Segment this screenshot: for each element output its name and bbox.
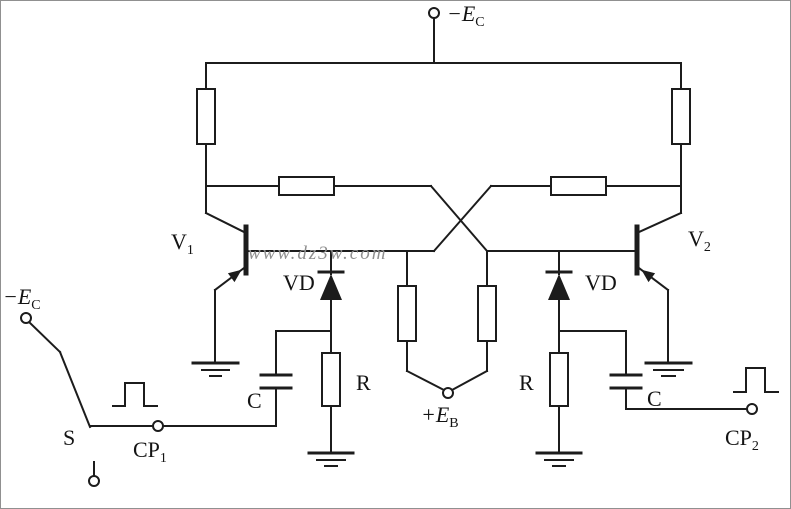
terminal-bias <box>442 387 454 399</box>
label-capacitor-left: C <box>247 388 262 413</box>
bias-resistor-left <box>397 250 446 392</box>
ground-symbol-left <box>307 451 355 467</box>
ground-symbol-right <box>535 451 583 467</box>
terminal-supply-left <box>20 312 32 324</box>
label-switch-s: S <box>63 425 76 450</box>
label-resistor-right: R <box>519 370 534 395</box>
terminal-supply-top <box>428 7 440 19</box>
bias-resistor-right <box>450 250 497 392</box>
label-clock-cp1: CP1 <box>133 437 167 466</box>
label-supply-left: −EC <box>3 284 41 313</box>
pulse-waveform-right <box>733 367 779 393</box>
transistor-v1-symbol <box>204 211 249 362</box>
transistor-v2-symbol <box>634 211 683 362</box>
label-capacitor-right: C <box>647 386 662 411</box>
trigger-resistor-right <box>549 330 569 454</box>
label-bias-supply: +EB <box>421 402 459 431</box>
coupling-capacitor-right <box>558 330 643 410</box>
terminal-switch-bottom <box>88 475 100 487</box>
coupling-resistor-left <box>205 176 432 196</box>
label-resistor-left: R <box>356 370 371 395</box>
coupling-capacitor-left <box>259 330 332 427</box>
collector-resistor-right <box>671 62 691 214</box>
label-diode-left: VD <box>283 270 315 295</box>
label-clock-cp2: CP2 <box>725 425 759 454</box>
label-transistor-v2: V2 <box>688 226 711 255</box>
pulse-waveform-left <box>112 382 158 407</box>
switch-s <box>27 320 95 476</box>
steering-diode-right <box>545 250 573 332</box>
label-supply-top: −EC <box>447 1 485 30</box>
ground-symbol-emitter-right <box>644 361 693 377</box>
label-diode-right: VD <box>585 270 617 295</box>
cross-coupling-wires <box>246 184 636 253</box>
trigger-resistor-left <box>321 330 341 454</box>
steering-diode-left <box>317 250 345 332</box>
label-transistor-v1: V1 <box>171 229 194 258</box>
watermark: www.dz3w.com <box>248 243 388 264</box>
supply-rail <box>205 17 682 64</box>
collector-resistor-left <box>196 62 216 214</box>
terminal-cp1 <box>152 420 164 432</box>
terminal-cp2 <box>746 403 758 415</box>
coupling-resistor-right <box>490 176 682 196</box>
ground-symbol-emitter-left <box>191 361 240 377</box>
